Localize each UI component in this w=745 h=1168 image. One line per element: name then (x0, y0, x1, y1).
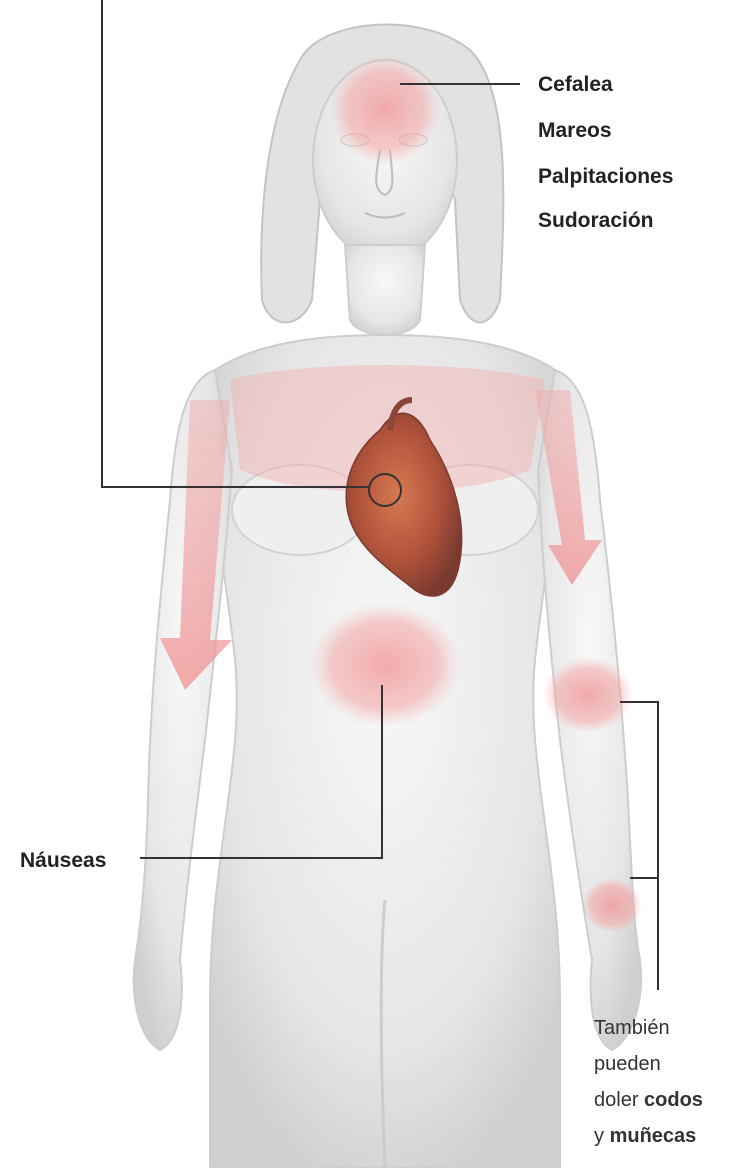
head-pain-zone (330, 55, 440, 165)
symptom-cefalea: Cefalea (538, 74, 613, 95)
symptom-palpitaciones: Palpitaciones (538, 166, 673, 187)
note-line-4: y muñecas (594, 1118, 703, 1154)
note-munecas: muñecas (610, 1125, 697, 1147)
note-line-1: También (594, 1010, 703, 1046)
neck (345, 245, 425, 335)
abdomen-pain-zone (310, 603, 460, 727)
note-line-3-plain: doler (594, 1089, 644, 1111)
note-codos: codos (644, 1089, 703, 1111)
note-line-4-plain: y (594, 1125, 610, 1147)
note-line-2: pueden (594, 1046, 703, 1082)
symptom-mareos: Mareos (538, 120, 612, 141)
symptom-nauseas: Náuseas (20, 850, 106, 871)
elbow-pain-zone (543, 657, 633, 733)
note-line-3: doler codos (594, 1082, 703, 1118)
symptom-sudoracion: Sudoración (538, 210, 654, 231)
wrist-pain-zone (582, 877, 642, 933)
arm-pain-note: También pueden doler codos y muñecas (594, 1010, 703, 1154)
